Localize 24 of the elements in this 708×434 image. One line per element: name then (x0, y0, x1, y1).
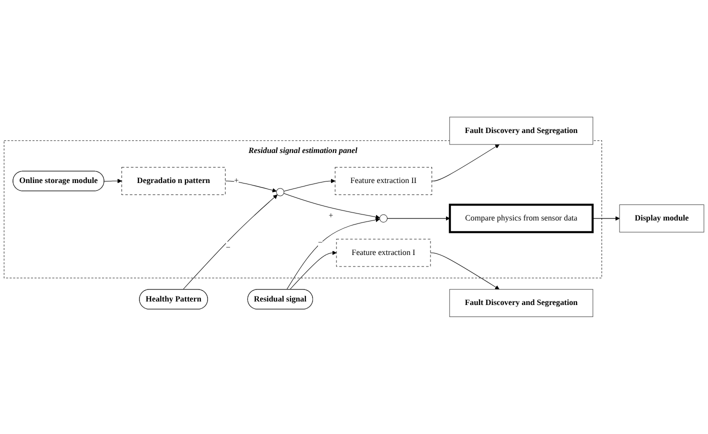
arrow (286, 218, 380, 290)
arrow (225, 180, 277, 192)
arrow (592, 216, 620, 221)
node-box (334, 167, 432, 196)
arrow (104, 178, 122, 184)
node-box (449, 116, 594, 145)
node-box (619, 204, 704, 232)
edge-label: + (328, 212, 334, 220)
node-circle (276, 188, 284, 196)
arrow (182, 194, 278, 290)
node-box (336, 238, 431, 267)
arrow (430, 252, 500, 290)
arrow (284, 178, 336, 192)
arrow (387, 216, 450, 221)
edge-label: − (226, 243, 230, 252)
node-box (122, 167, 226, 196)
node-box (448, 204, 594, 234)
node-box (449, 289, 594, 318)
edge-label: + (234, 176, 239, 186)
node-circle (379, 214, 388, 223)
cluster (4, 140, 602, 278)
arrow (290, 250, 337, 290)
edge-label: − (318, 238, 323, 248)
arrow (432, 144, 500, 182)
